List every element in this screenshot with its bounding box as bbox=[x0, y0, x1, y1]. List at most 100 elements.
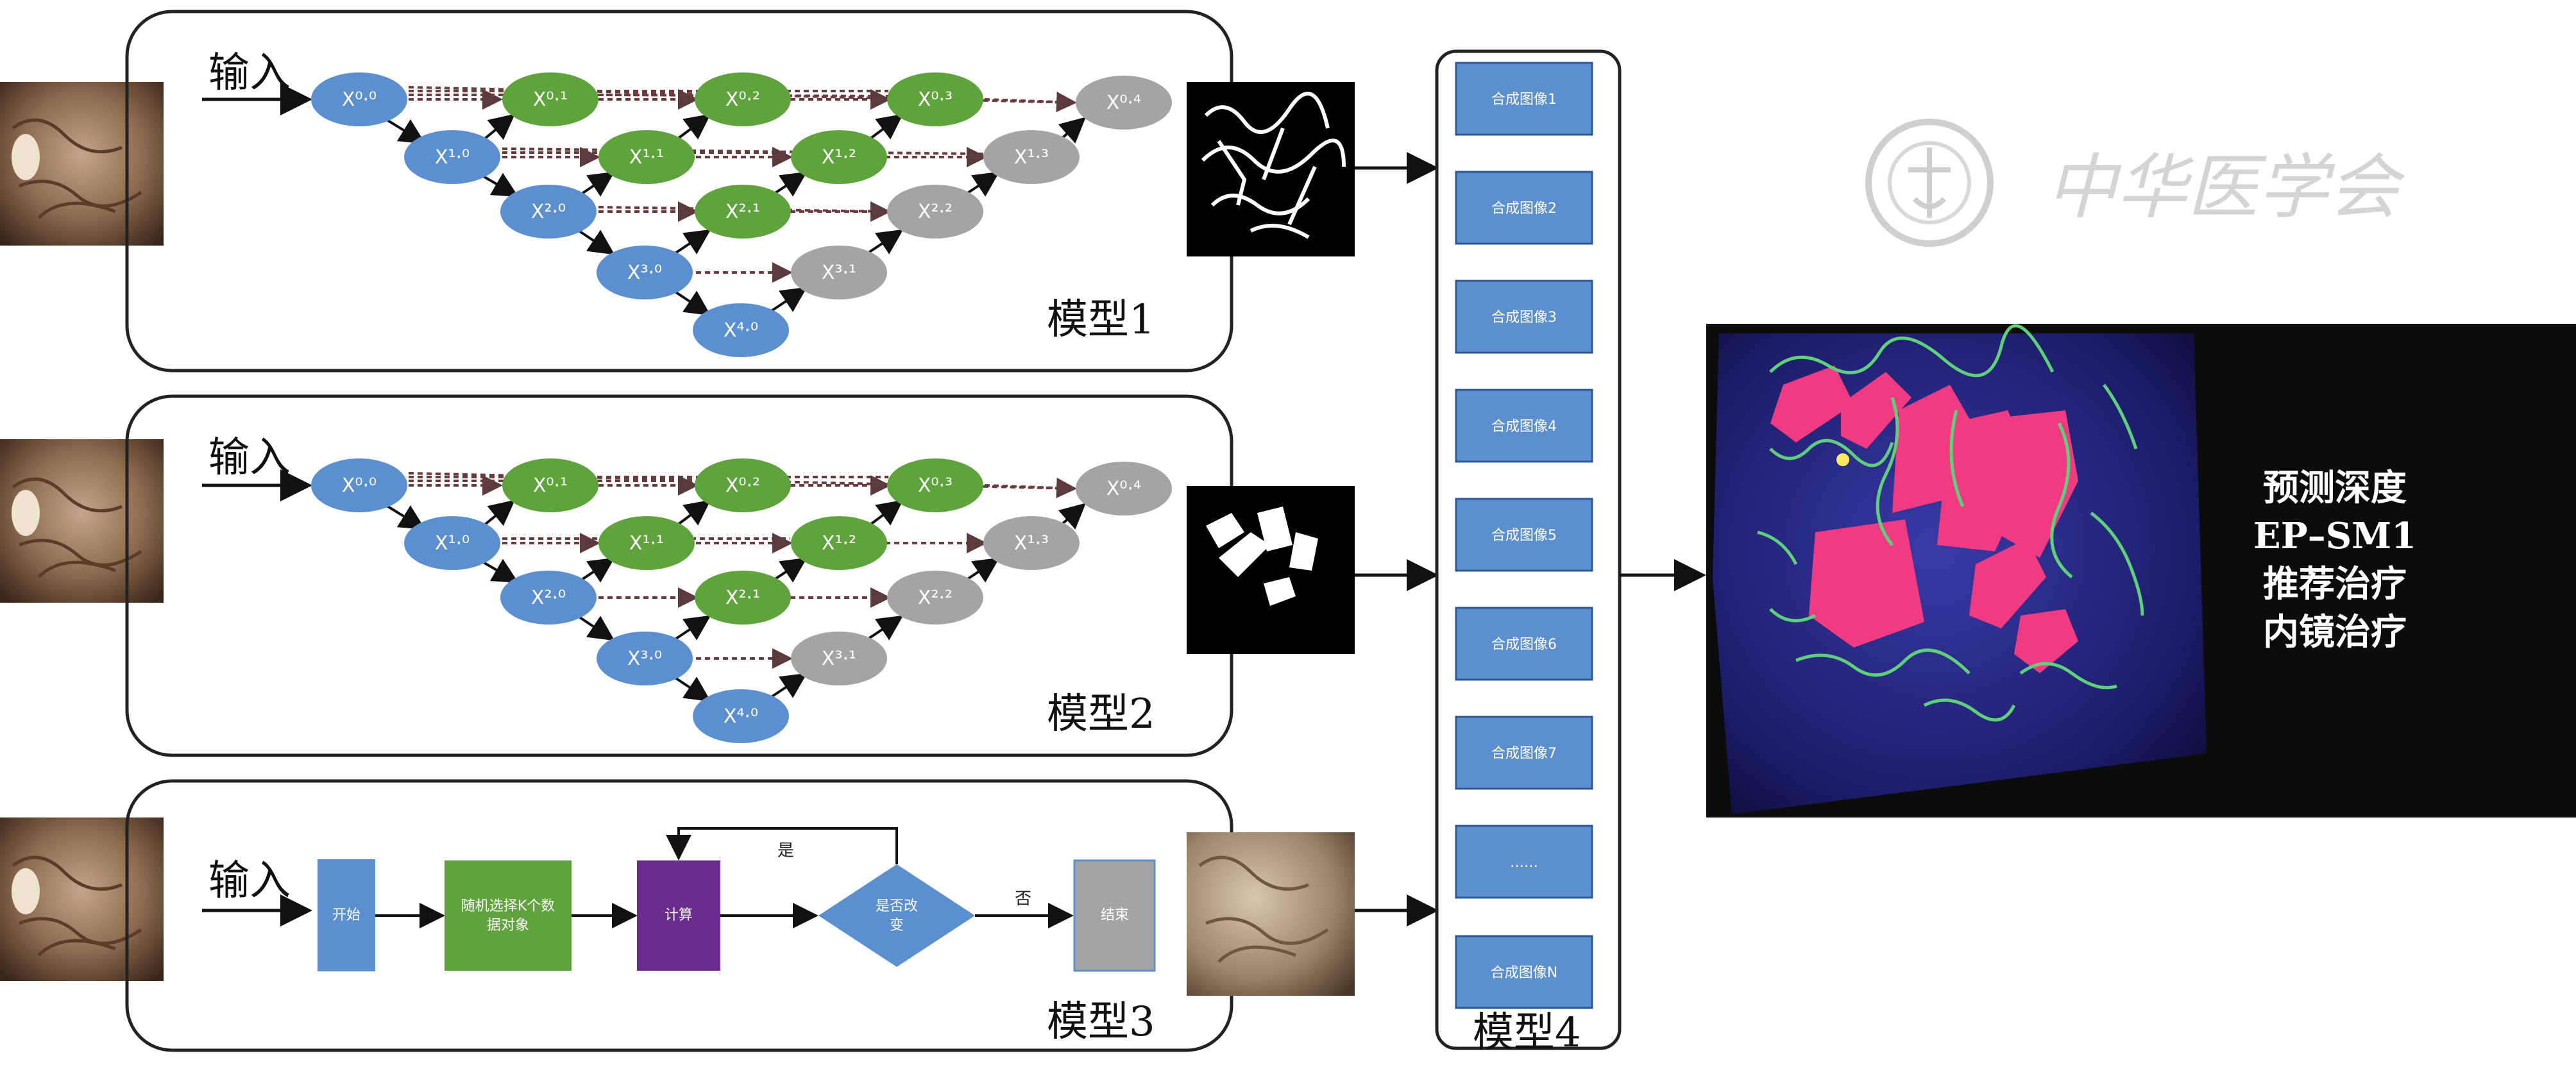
prediction-line-2: EP–SM1 bbox=[2253, 515, 2416, 557]
model-label: 模型4 bbox=[1473, 1009, 1581, 1057]
svg-text:合成图像3: 合成图像3 bbox=[1491, 310, 1557, 326]
svg-text:X¹·⁰: X¹·⁰ bbox=[435, 146, 470, 169]
svg-text:X⁴·⁰: X⁴·⁰ bbox=[724, 705, 758, 728]
svg-text:计算: 计算 bbox=[665, 907, 693, 923]
svg-text:合成图像1: 合成图像1 bbox=[1491, 92, 1557, 108]
svg-text:随机选择K个数: 随机选择K个数 bbox=[461, 898, 555, 914]
segmentation-output-1 bbox=[1187, 82, 1355, 256]
flow-compute: 计算 bbox=[637, 860, 720, 971]
unet-node: X⁰·¹ bbox=[502, 458, 598, 512]
unet-node: X⁰·⁰ bbox=[311, 72, 407, 126]
svg-text:X⁰·⁰: X⁰·⁰ bbox=[342, 474, 377, 497]
svg-text:X²·¹: X²·¹ bbox=[725, 201, 760, 223]
svg-text:X⁰·²: X⁰·² bbox=[725, 88, 760, 111]
unet-node: X²·⁰ bbox=[500, 571, 597, 625]
unet-node: X¹·² bbox=[791, 516, 887, 570]
svg-text:X¹·³: X¹·³ bbox=[1014, 146, 1049, 169]
synth-image-box: 合成图像2 bbox=[1455, 171, 1593, 245]
svg-text:据对象: 据对象 bbox=[487, 918, 529, 934]
final-output-panel: 预测深度 EP–SM1 推荐治疗 内镜治疗 bbox=[1706, 324, 2576, 818]
prediction-line-1: 预测深度 bbox=[2263, 467, 2407, 509]
segmentation-output-2 bbox=[1187, 486, 1355, 654]
svg-text:X⁰·³: X⁰·³ bbox=[918, 88, 953, 111]
svg-text:开始: 开始 bbox=[332, 907, 360, 923]
svg-text:X³·¹: X³·¹ bbox=[822, 262, 856, 284]
unet-node: X⁰·⁴ bbox=[1076, 76, 1172, 130]
watermark-logo: 中华医学会 bbox=[1865, 119, 2405, 247]
svg-text:X²·¹: X²·¹ bbox=[725, 587, 760, 609]
unet-node: X²·² bbox=[887, 571, 983, 625]
unet-node: X²·¹ bbox=[695, 571, 791, 625]
synth-image-box: 合成图像6 bbox=[1455, 607, 1593, 681]
svg-text:X¹·³: X¹·³ bbox=[1014, 532, 1049, 555]
synth-image-box: …… bbox=[1455, 825, 1593, 899]
svg-text:X⁰·²: X⁰·² bbox=[725, 474, 760, 497]
unet-node: X¹·⁰ bbox=[404, 516, 500, 570]
unet-node: X⁰·² bbox=[695, 458, 791, 512]
svg-text:结束: 结束 bbox=[1101, 907, 1129, 923]
prediction-line-4: 内镜治疗 bbox=[2263, 611, 2407, 653]
svg-text:X⁰·¹: X⁰·¹ bbox=[533, 474, 568, 497]
input-image-3 bbox=[0, 818, 164, 981]
svg-text:……: …… bbox=[1510, 855, 1538, 871]
svg-text:X¹·¹: X¹·¹ bbox=[629, 532, 664, 555]
unet-node: X¹·³ bbox=[983, 516, 1080, 570]
input-image-1 bbox=[0, 82, 164, 246]
prediction-line-3: 推荐治疗 bbox=[2263, 563, 2407, 605]
unet-node: X³·⁰ bbox=[597, 632, 693, 685]
model-3-panel: 输入 模型3 开始 随机选择K个数 据对象 计算 是否改 变 是 否 bbox=[125, 779, 1233, 1052]
input-label: 输入 bbox=[208, 434, 291, 482]
svg-text:X²·⁰: X²·⁰ bbox=[531, 587, 566, 609]
unet-node: X⁴·⁰ bbox=[693, 689, 789, 743]
svg-text:X²·²: X²·² bbox=[918, 587, 953, 609]
unet-node: X⁰·² bbox=[695, 72, 791, 126]
svg-text:X⁴·⁰: X⁴·⁰ bbox=[724, 319, 758, 342]
flow-decision: 是否改 变 bbox=[818, 864, 975, 967]
unet-node: X⁰·¹ bbox=[502, 72, 598, 126]
synth-image-box: 合成图像N bbox=[1455, 935, 1593, 1009]
svg-text:X⁰·¹: X⁰·¹ bbox=[533, 88, 568, 111]
input-image-2 bbox=[0, 439, 164, 603]
unet-node: X¹·³ bbox=[983, 130, 1080, 184]
svg-text:X³·⁰: X³·⁰ bbox=[627, 648, 662, 670]
unet-node: X⁰·³ bbox=[887, 72, 983, 126]
synth-image-box: 合成图像4 bbox=[1455, 389, 1593, 463]
flow-no-label: 否 bbox=[1015, 889, 1031, 909]
unet-node: X¹·² bbox=[791, 130, 887, 184]
unet-node: X¹·¹ bbox=[598, 130, 695, 184]
unet-node: X³·¹ bbox=[791, 246, 887, 299]
unet-node: X²·² bbox=[887, 185, 983, 239]
unet-node: X⁰·³ bbox=[887, 458, 983, 512]
svg-text:X⁰·⁴: X⁰·⁴ bbox=[1106, 478, 1141, 500]
unet-node: X³·¹ bbox=[791, 632, 887, 685]
svg-text:X¹·⁰: X¹·⁰ bbox=[435, 532, 470, 555]
synth-image-box: 合成图像5 bbox=[1455, 498, 1593, 572]
model-label: 模型3 bbox=[1047, 998, 1155, 1046]
unet-node: X¹·⁰ bbox=[404, 130, 500, 184]
svg-text:合成图像2: 合成图像2 bbox=[1491, 201, 1557, 217]
unet-node: X⁰·⁴ bbox=[1076, 462, 1172, 516]
unet-node: X⁴·⁰ bbox=[693, 303, 789, 357]
unet-node: X²·⁰ bbox=[500, 185, 597, 239]
unet-node: X²·¹ bbox=[695, 185, 791, 239]
svg-text:X⁰·⁴: X⁰·⁴ bbox=[1106, 92, 1141, 114]
synth-image-box: 合成图像3 bbox=[1455, 280, 1593, 354]
svg-text:合成图像5: 合成图像5 bbox=[1491, 528, 1557, 544]
svg-text:合成图像6: 合成图像6 bbox=[1491, 637, 1557, 653]
svg-text:X²·⁰: X²·⁰ bbox=[531, 201, 566, 223]
flow-yes-label: 是 bbox=[777, 841, 794, 860]
svg-text:X²·²: X²·² bbox=[918, 201, 953, 223]
svg-text:X⁰·³: X⁰·³ bbox=[918, 474, 953, 497]
unet-node: X³·⁰ bbox=[597, 246, 693, 299]
svg-text:X⁰·⁰: X⁰·⁰ bbox=[342, 88, 377, 111]
model-4-panel: 合成图像1 合成图像2 合成图像3 合成图像4 合成图像5 合成图像6 合成图像… bbox=[1435, 49, 1622, 1057]
model-1-panel: 输入 模型1 bbox=[125, 10, 1233, 373]
svg-text:合成图像7: 合成图像7 bbox=[1491, 746, 1557, 762]
unet-node: X⁰·⁰ bbox=[311, 458, 407, 512]
watermark-text: 中华医学会 bbox=[2046, 146, 2405, 228]
svg-text:X³·⁰: X³·⁰ bbox=[627, 262, 662, 284]
model-label: 模型2 bbox=[1047, 691, 1155, 738]
synth-image-box: 合成图像1 bbox=[1455, 62, 1593, 136]
svg-text:X¹·²: X¹·² bbox=[822, 532, 856, 555]
